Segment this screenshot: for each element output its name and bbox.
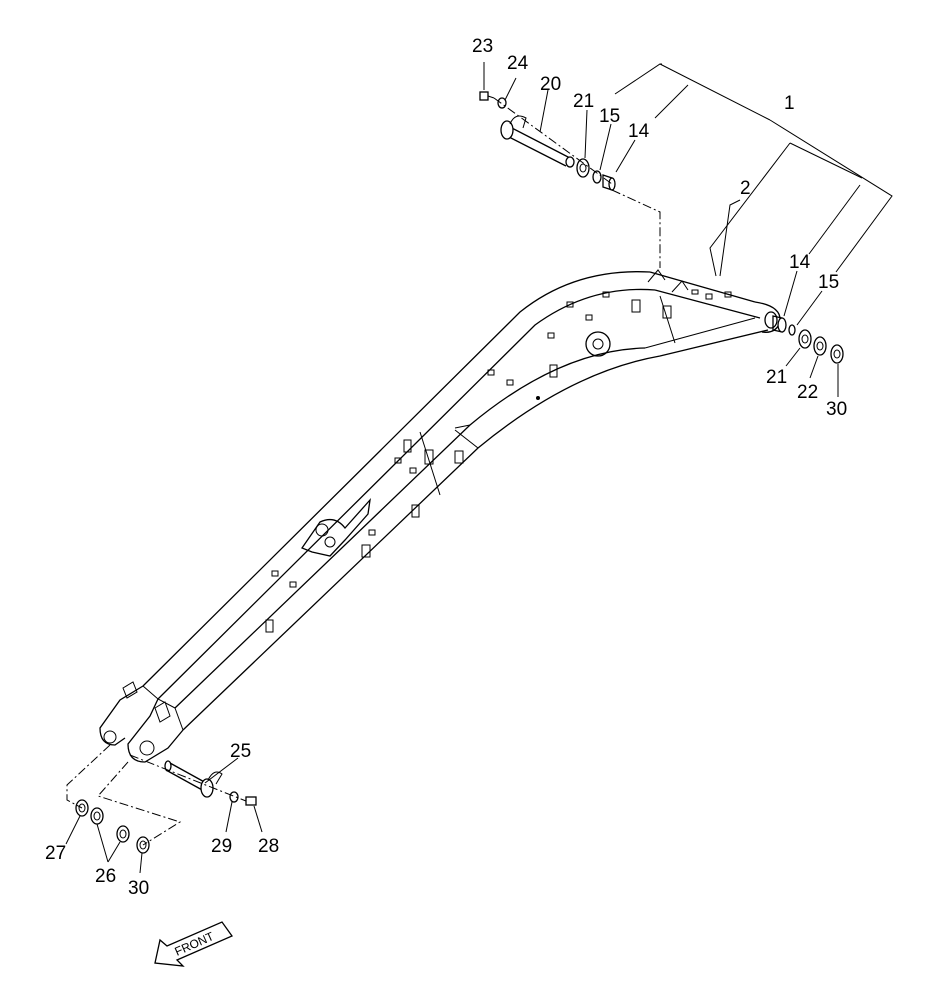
callout-labels: 1 2 14 15 20 21 23 24 14 15 21 22 30 25 … [45,36,847,899]
head-pin-assembly [479,91,661,268]
callout-2: 2 [740,178,751,199]
callout-21: 21 [573,91,594,112]
callout-22: 22 [797,382,818,403]
callout-24: 24 [507,53,529,74]
foot-pin-assembly [129,754,257,806]
boom-body [99,269,781,763]
callout-30: 30 [826,399,847,420]
front-direction-arrow: FRONT [154,921,233,967]
callout-29: 29 [211,836,232,857]
callout-23: 23 [472,36,493,57]
callout-1: 1 [784,93,795,114]
callout-14: 14 [789,252,811,273]
callout-21: 21 [766,367,787,388]
callout-14: 14 [628,121,650,142]
foot-washers [66,744,182,854]
callout-15: 15 [599,106,620,127]
callout-30: 30 [128,878,149,899]
callout-28: 28 [258,836,279,857]
leader-lines [65,62,893,874]
callout-25: 25 [230,741,251,762]
head-side-parts [772,315,844,364]
callout-15: 15 [818,272,839,293]
callout-26: 26 [95,866,116,887]
callout-27: 27 [45,843,66,864]
callout-20: 20 [540,74,561,95]
